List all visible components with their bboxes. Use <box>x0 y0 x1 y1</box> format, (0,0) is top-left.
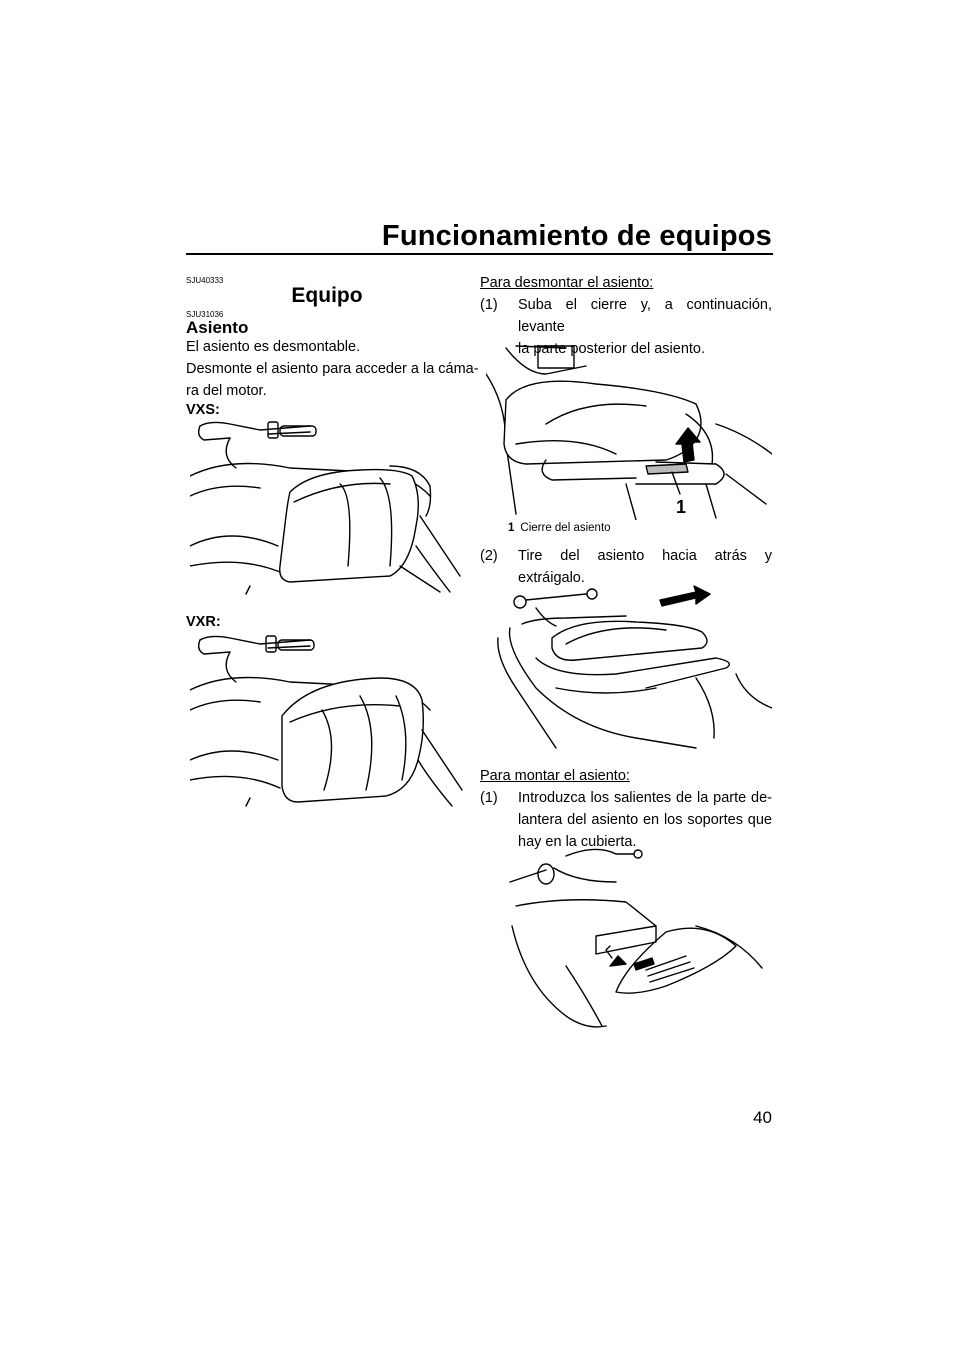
paragraph-access-line2: ra del motor. <box>186 383 267 399</box>
figure-vxr-seat <box>190 630 468 808</box>
step-text-line3: hay en la cubierta. <box>518 834 637 850</box>
figure-caption: 1 Cierre del asiento <box>508 522 611 534</box>
subsection-code: SJU31036 <box>186 310 224 319</box>
page-number: 40 <box>753 1108 772 1127</box>
step-text-line2: lantera del asiento en los soportes que <box>518 812 772 828</box>
figure-seat-install <box>506 846 766 1032</box>
step-text-line1: Introduzca los salientes de la parte de- <box>518 790 772 806</box>
remove-heading: Para desmontar el asiento: <box>480 275 654 291</box>
install-step-1: (1) Introduzca los salientes de la parte… <box>480 787 772 853</box>
step-number: (1) <box>480 790 498 806</box>
header-rule <box>186 253 773 255</box>
remove-step-2: (2) Tire del asiento hacia atrás y extrá… <box>480 545 772 589</box>
step-text-line1: Suba el cierre y, a continuación, levant… <box>518 297 772 335</box>
remove-step-1: (1) Suba el cierre y, a continuación, le… <box>480 294 772 360</box>
label-vxr: VXR: <box>186 614 221 630</box>
step-text: Tire del asiento hacia atrás y extráigal… <box>518 548 772 586</box>
step-text-line2: la parte posterior del asiento. <box>518 341 705 357</box>
figure-seat-pull <box>496 578 772 754</box>
label-vxs: VXS: <box>186 402 220 418</box>
step-number: (1) <box>480 297 498 313</box>
figure-callout-1: 1 <box>676 497 687 517</box>
caption-text: Cierre del asiento <box>520 522 611 534</box>
step-number: (2) <box>480 548 498 564</box>
page-header-title: Funcionamiento de equipos <box>381 220 772 252</box>
section-title: Equipo <box>291 284 363 307</box>
subsection-title: Asiento <box>186 318 249 337</box>
install-heading: Para montar el asiento: <box>480 768 630 784</box>
figure-seat-latch <box>486 344 772 520</box>
caption-number: 1 <box>508 522 515 534</box>
section-code: SJU40333 <box>186 276 224 285</box>
paragraph-removable: El asiento es desmontable. <box>186 339 361 355</box>
paragraph-access-line1: Desmonte el asiento para acceder a la cá… <box>186 361 479 377</box>
figure-vxs-seat <box>190 416 468 596</box>
